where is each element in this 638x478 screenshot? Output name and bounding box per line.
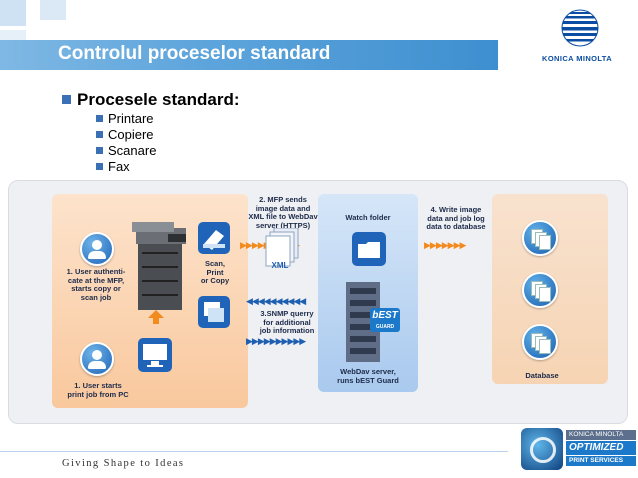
- step2-label: 2. MFP sends image data and XML file to …: [248, 195, 318, 230]
- globe-logo-icon: [561, 9, 599, 47]
- logo-text: KONICA MINOLTA: [542, 54, 613, 63]
- bullet-item: Scanare: [96, 143, 156, 158]
- server-icon: [346, 282, 400, 362]
- footer-tagline: Giving Shape to Ideas: [62, 458, 185, 469]
- database-label: Database: [525, 371, 559, 380]
- bullet-square-icon: [96, 115, 103, 122]
- bullet-square-icon: [62, 95, 71, 104]
- webdav-server-label: WebDav server, runs bEST Guard: [337, 367, 399, 385]
- decor-tile: [40, 0, 66, 20]
- badge-mid-text: OPTIMIZED: [566, 441, 636, 455]
- up-arrow-icon: [148, 310, 164, 324]
- bullet-item-text: Scanare: [108, 143, 157, 158]
- bullet-item: Copiere: [96, 127, 154, 142]
- step4-label: 4. Write image data and job log data to …: [426, 205, 486, 231]
- arrow-to-database: ▶▶▶▶▶▶▶: [424, 240, 466, 250]
- bullet-item-text: Copiere: [108, 127, 154, 142]
- page-title: Controlul proceselor standard: [58, 43, 331, 64]
- scan-icon: [198, 222, 230, 254]
- scan-print-copy-label: Scan, Print or Copy: [200, 259, 230, 285]
- bullet-square-icon: [96, 163, 103, 170]
- bullet-heading: Procesele standard:: [62, 90, 240, 110]
- arrow-snmp-back: ◀◀◀◀◀◀◀◀◀◀: [246, 296, 306, 306]
- copy-icon: [198, 296, 230, 328]
- bullet-item-text: Fax: [108, 159, 130, 174]
- guard-label: GUARD: [375, 324, 395, 330]
- bullet-heading-text: Procesele standard:: [77, 90, 240, 109]
- best-label: bEST: [372, 310, 398, 321]
- decor-tile: [0, 0, 26, 26]
- bullet-square-icon: [96, 147, 103, 154]
- database-record-icon: [522, 324, 558, 360]
- database-record-icon: [522, 272, 558, 308]
- bullet-item: Printare: [96, 111, 154, 126]
- user-icon: [80, 342, 114, 376]
- title-bar: [0, 40, 498, 70]
- database-record-icon: [522, 220, 558, 256]
- monitor-icon: [138, 338, 172, 372]
- user-icon: [80, 232, 114, 266]
- watch-folder-label: Watch folder: [345, 213, 391, 222]
- bullet-item: Fax: [96, 159, 130, 174]
- badge-bot-text: PRINT SERVICES: [566, 456, 636, 466]
- step1a-label: 1. User authenti- cate at the MFP, start…: [66, 267, 126, 302]
- folder-icon: [352, 232, 386, 266]
- konica-minolta-logo: [510, 6, 638, 68]
- xml-file-stack-icon: [265, 228, 299, 267]
- bullet-square-icon: [96, 131, 103, 138]
- footer-divider: [0, 451, 508, 452]
- optimized-print-services-badge-icon: [521, 428, 563, 470]
- step3-label: 3.SNMP querry for additional job informa…: [259, 309, 315, 335]
- xml-label: XML: [271, 261, 289, 270]
- badge-top-text: KONICA MINOLTA: [566, 430, 636, 440]
- bullet-item-text: Printare: [108, 111, 154, 126]
- step1b-label: 1. User starts print job from PC: [67, 381, 129, 399]
- arrow-to-server-2: ▶▶▶▶▶▶▶▶▶▶: [246, 336, 306, 346]
- mfp-printer-icon: [132, 222, 186, 310]
- decor-tile: [0, 30, 26, 40]
